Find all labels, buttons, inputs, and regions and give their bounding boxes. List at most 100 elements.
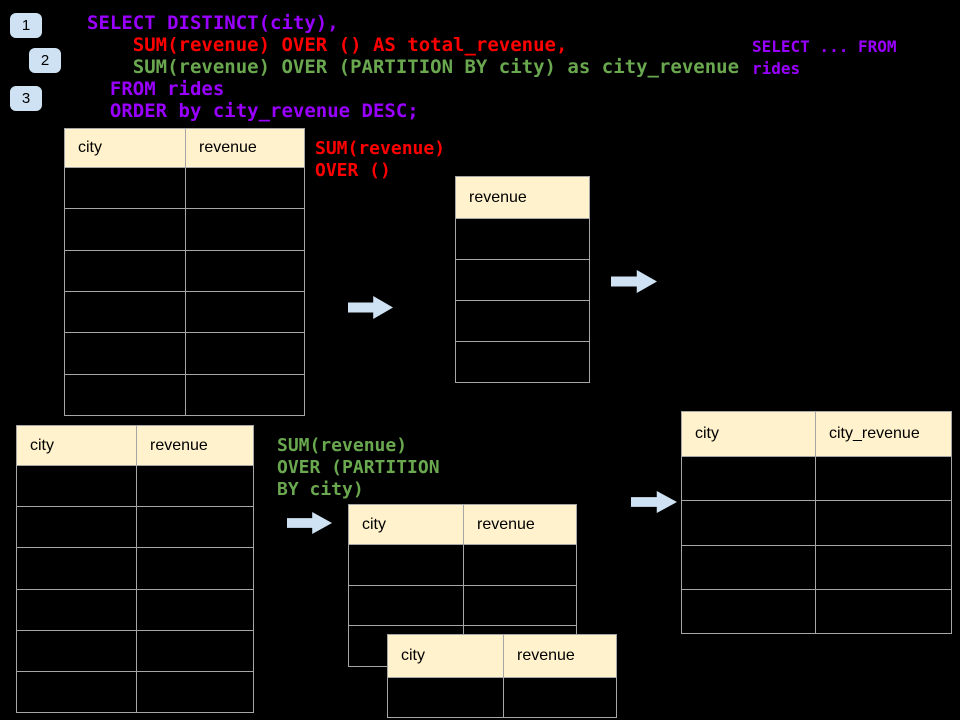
step-badge-1: 1 <box>10 13 42 38</box>
note-line: BY city) <box>277 479 364 500</box>
code-line-from: FROM rides <box>87 78 225 100</box>
empty-cell <box>137 507 253 547</box>
table-header-row: city city_revenue <box>682 412 951 457</box>
empty-cell <box>137 548 253 588</box>
empty-cell <box>349 545 464 585</box>
note-line: SUM(revenue) <box>315 138 446 159</box>
column-header-revenue: revenue <box>150 436 208 454</box>
column-header-city: city <box>682 412 816 456</box>
table-row <box>682 501 951 546</box>
empty-cell <box>349 585 464 626</box>
empty-cell <box>17 507 137 548</box>
empty-cell <box>17 466 137 507</box>
empty-cell <box>65 291 186 333</box>
note-line: OVER (PARTITION <box>277 457 440 478</box>
note-line: rides <box>752 59 801 78</box>
note-line: SELECT ... FROM <box>752 37 897 56</box>
flow-arrow-4 <box>631 491 677 513</box>
empty-cell <box>137 466 253 506</box>
table-row <box>682 457 951 502</box>
empty-cell <box>17 548 137 589</box>
code-line-select: SELECT DISTINCT(city), <box>87 12 339 34</box>
table-row <box>456 219 589 260</box>
table-row <box>682 589 951 633</box>
column-header-city: city <box>388 635 504 677</box>
empty-cell <box>65 333 186 374</box>
table-row <box>65 250 304 292</box>
empty-cell <box>137 631 253 671</box>
empty-cell <box>17 589 137 630</box>
table-header-row: city revenue <box>388 635 616 678</box>
code-line-sum-over-all: SUM(revenue) OVER () AS total_revenue, <box>87 34 568 56</box>
empty-cell <box>65 168 186 209</box>
empty-cell <box>456 260 589 300</box>
empty-cell <box>464 586 576 626</box>
table-row <box>17 630 253 672</box>
table-row <box>682 545 951 590</box>
column-header-city: city <box>349 505 464 544</box>
empty-cell <box>456 219 589 259</box>
table-row <box>349 545 576 586</box>
table-header-row: city revenue <box>349 505 576 545</box>
empty-cell <box>504 678 616 717</box>
empty-cell <box>17 671 137 713</box>
table-row <box>17 507 253 549</box>
table-row <box>65 291 304 334</box>
table-header-row: revenue <box>456 177 589 219</box>
empty-cell <box>186 251 304 291</box>
step-badge-3: 3 <box>10 86 42 111</box>
table-row <box>17 548 253 590</box>
table-row <box>388 678 616 717</box>
empty-cell <box>816 501 951 544</box>
column-header-revenue: revenue <box>517 647 575 664</box>
flow-arrow-1 <box>348 296 393 319</box>
table-row <box>349 585 576 627</box>
note-line: SUM(revenue) <box>277 435 408 456</box>
empty-cell <box>682 501 816 545</box>
column-header-city: city <box>65 129 186 167</box>
total-revenue-table: revenue <box>455 176 590 383</box>
table-row <box>17 589 253 631</box>
empty-cell <box>186 209 304 249</box>
empty-cell <box>137 672 253 712</box>
table-row <box>17 466 253 508</box>
table-body <box>65 168 304 415</box>
flow-arrow-3 <box>287 512 332 534</box>
code-line-sum-over-partition: SUM(revenue) OVER (PARTITION BY city) as… <box>87 56 740 78</box>
table-row <box>65 168 304 210</box>
empty-cell <box>816 546 951 589</box>
empty-cell <box>17 630 137 671</box>
empty-cell <box>65 374 186 415</box>
step-badge-2: 2 <box>29 48 61 73</box>
empty-cell <box>816 457 951 500</box>
partition-group-table-front: city revenue <box>387 634 617 718</box>
flow-arrow-2 <box>611 270 657 293</box>
empty-cell <box>65 250 186 291</box>
empty-cell <box>816 590 951 633</box>
table-row <box>65 209 304 251</box>
note-line: OVER () <box>315 160 391 181</box>
empty-cell <box>464 545 576 585</box>
city-revenue-result-table: city city_revenue <box>681 411 952 634</box>
sum-over-all-note: SUM(revenue) OVER () <box>315 138 445 182</box>
sum-over-partition-note: SUM(revenue) OVER (PARTITION BY city) <box>277 435 440 501</box>
column-header-revenue: revenue <box>469 188 527 206</box>
empty-cell <box>456 342 589 382</box>
code-line-order-by: ORDER by city_revenue DESC; <box>87 100 419 122</box>
table-body <box>456 219 589 382</box>
select-from-rides-note: SELECT ... FROM rides <box>752 36 897 80</box>
column-header-revenue: revenue <box>477 515 535 533</box>
sql-query-code: SELECT DISTINCT(city), SUM(revenue) OVER… <box>87 12 739 122</box>
empty-cell <box>456 301 589 341</box>
table-body <box>388 678 616 717</box>
empty-cell <box>186 292 304 332</box>
empty-cell <box>388 678 504 717</box>
table-row <box>65 374 304 415</box>
table-body <box>682 457 951 633</box>
column-header-city_revenue: city_revenue <box>829 425 920 442</box>
